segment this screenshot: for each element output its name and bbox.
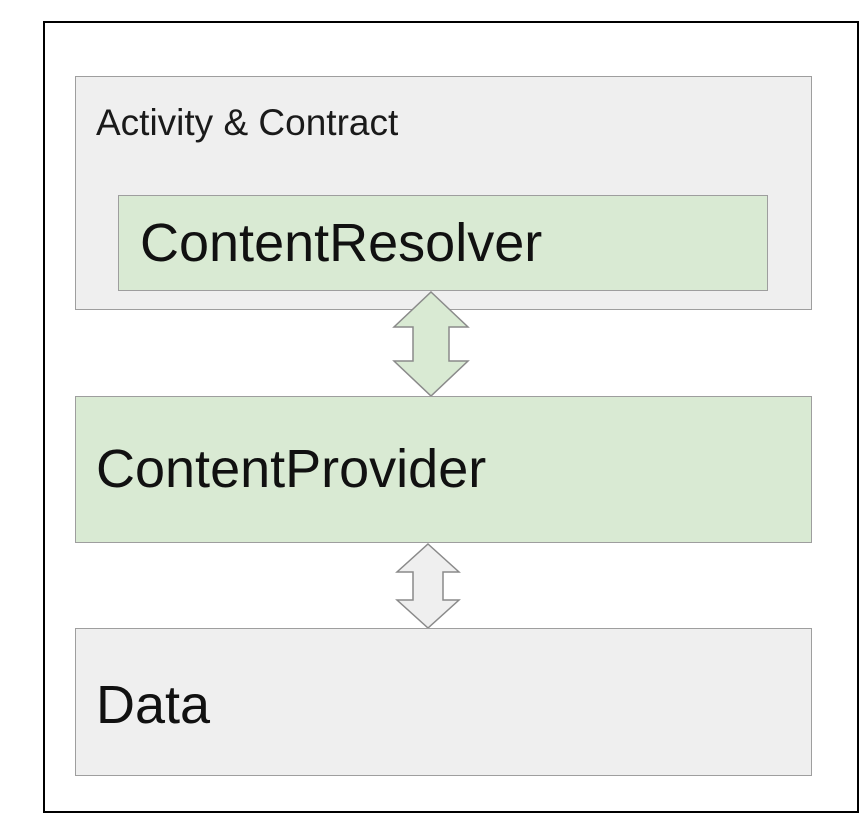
data-label: Data (96, 675, 211, 735)
resolver-provider-double-arrow (392, 291, 470, 397)
content-resolver-box (118, 195, 768, 291)
data-box (75, 628, 812, 776)
content-provider-label: ContentProvider (96, 439, 487, 499)
activity-contract-label: Activity & Contract (96, 102, 399, 143)
provider-data-double-arrow (395, 543, 461, 629)
content-provider-box (75, 396, 812, 543)
content-resolver-label: ContentResolver (140, 213, 543, 273)
